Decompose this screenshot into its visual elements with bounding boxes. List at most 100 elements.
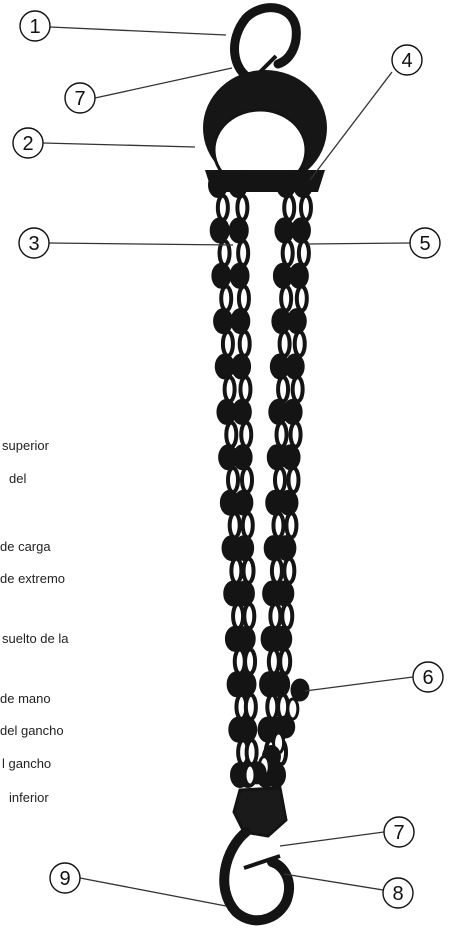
chain-link <box>211 262 232 289</box>
chain-link <box>220 329 235 358</box>
chain-link <box>265 692 280 721</box>
leader-7-bottom <box>279 831 385 847</box>
chain-link <box>279 284 294 313</box>
chain-link <box>237 329 252 358</box>
chain-link <box>284 353 305 380</box>
chain-link <box>292 329 307 358</box>
callout-9: 9 <box>49 862 81 894</box>
callout-7-bottom: 7 <box>383 816 415 848</box>
chain-link <box>273 466 287 494</box>
chain-link <box>276 172 296 198</box>
chain-link <box>233 489 254 516</box>
chain-link <box>235 193 250 222</box>
chain-link <box>269 556 284 585</box>
chain-link <box>290 375 305 404</box>
chain-link <box>229 262 250 289</box>
chain-link <box>276 715 296 739</box>
chain-link <box>296 239 311 268</box>
callout-7-top-number: 7 <box>74 88 85 110</box>
chain-link <box>240 466 254 494</box>
chain-link <box>290 678 310 702</box>
callout-6: 6 <box>412 661 444 693</box>
chain-link <box>278 489 299 516</box>
callout-3-number: 3 <box>28 233 39 255</box>
chain-link <box>234 580 255 607</box>
chain-link <box>276 375 291 404</box>
chain-link <box>271 511 286 540</box>
chain-link <box>243 647 258 676</box>
chain-link <box>274 580 295 607</box>
chain-link <box>278 647 293 676</box>
chain-link <box>241 556 256 585</box>
legend-line: superior <box>2 438 50 453</box>
chain-link <box>284 511 299 540</box>
chain-link <box>277 329 292 358</box>
chain-link <box>235 625 256 652</box>
chain-link <box>219 284 234 313</box>
chain-link <box>231 398 252 425</box>
leader-3 <box>48 242 234 246</box>
chain-link <box>213 308 234 335</box>
legend-line: suelto de la <box>2 631 69 646</box>
callout-8: 8 <box>382 877 414 909</box>
legend-line: de carga <box>0 539 51 554</box>
legend-line: del gancho <box>0 723 64 738</box>
chain-link <box>274 420 289 449</box>
chain-link <box>238 375 253 404</box>
chain-link <box>282 556 297 585</box>
callout-5: 5 <box>409 227 441 259</box>
chain-link <box>231 353 252 380</box>
chain-link <box>234 535 255 562</box>
chains-group <box>208 172 313 788</box>
callouts: 1 7 2 4 3 5 6 7 <box>12 10 444 909</box>
chain-link <box>231 602 246 631</box>
leader-6 <box>304 676 414 692</box>
chain-link <box>237 716 258 743</box>
leader-5 <box>307 242 411 245</box>
chain-link <box>226 466 240 494</box>
callout-4-number: 4 <box>401 50 412 72</box>
leader-8 <box>283 873 384 891</box>
chain-link <box>222 375 237 404</box>
chain-link <box>293 172 313 198</box>
chain-link <box>272 625 293 652</box>
chain-link <box>280 602 295 631</box>
callout-4: 4 <box>391 44 423 76</box>
chain-link <box>288 420 303 449</box>
leader-2 <box>42 142 196 148</box>
chain-link <box>228 217 249 244</box>
legend-line: de mano <box>0 691 51 706</box>
callout-1: 1 <box>19 10 51 42</box>
chain-link <box>268 602 283 631</box>
leader-lines <box>42 26 414 907</box>
bottom-block-drawing <box>232 786 288 838</box>
chain-link <box>209 217 230 244</box>
chain-link <box>266 647 281 676</box>
chain-link <box>294 284 309 313</box>
top-hook-drawing <box>230 3 301 85</box>
callout-7-top: 7 <box>64 82 96 114</box>
chain-link <box>298 193 313 222</box>
chain-link <box>282 398 303 425</box>
chain-link <box>244 738 259 767</box>
chain-link <box>274 217 295 244</box>
chain-link <box>230 308 251 335</box>
chain-link <box>240 511 255 540</box>
callout-2: 2 <box>12 127 44 159</box>
chain-link <box>208 172 228 198</box>
callout-5-number: 5 <box>419 233 430 255</box>
chain-link <box>286 697 300 721</box>
chain-link <box>232 444 253 471</box>
chain-link <box>286 308 307 335</box>
chain-link <box>290 217 311 244</box>
callout-8-number: 8 <box>392 883 403 905</box>
chain-link <box>236 284 251 313</box>
callout-7-bottom-number: 7 <box>393 822 404 844</box>
callout-1-number: 1 <box>29 16 40 38</box>
bottom-hook-drawing <box>219 827 294 926</box>
chain-link <box>236 671 257 698</box>
chain-link <box>280 239 295 268</box>
chain-link <box>282 193 297 222</box>
chain-link <box>242 602 257 631</box>
